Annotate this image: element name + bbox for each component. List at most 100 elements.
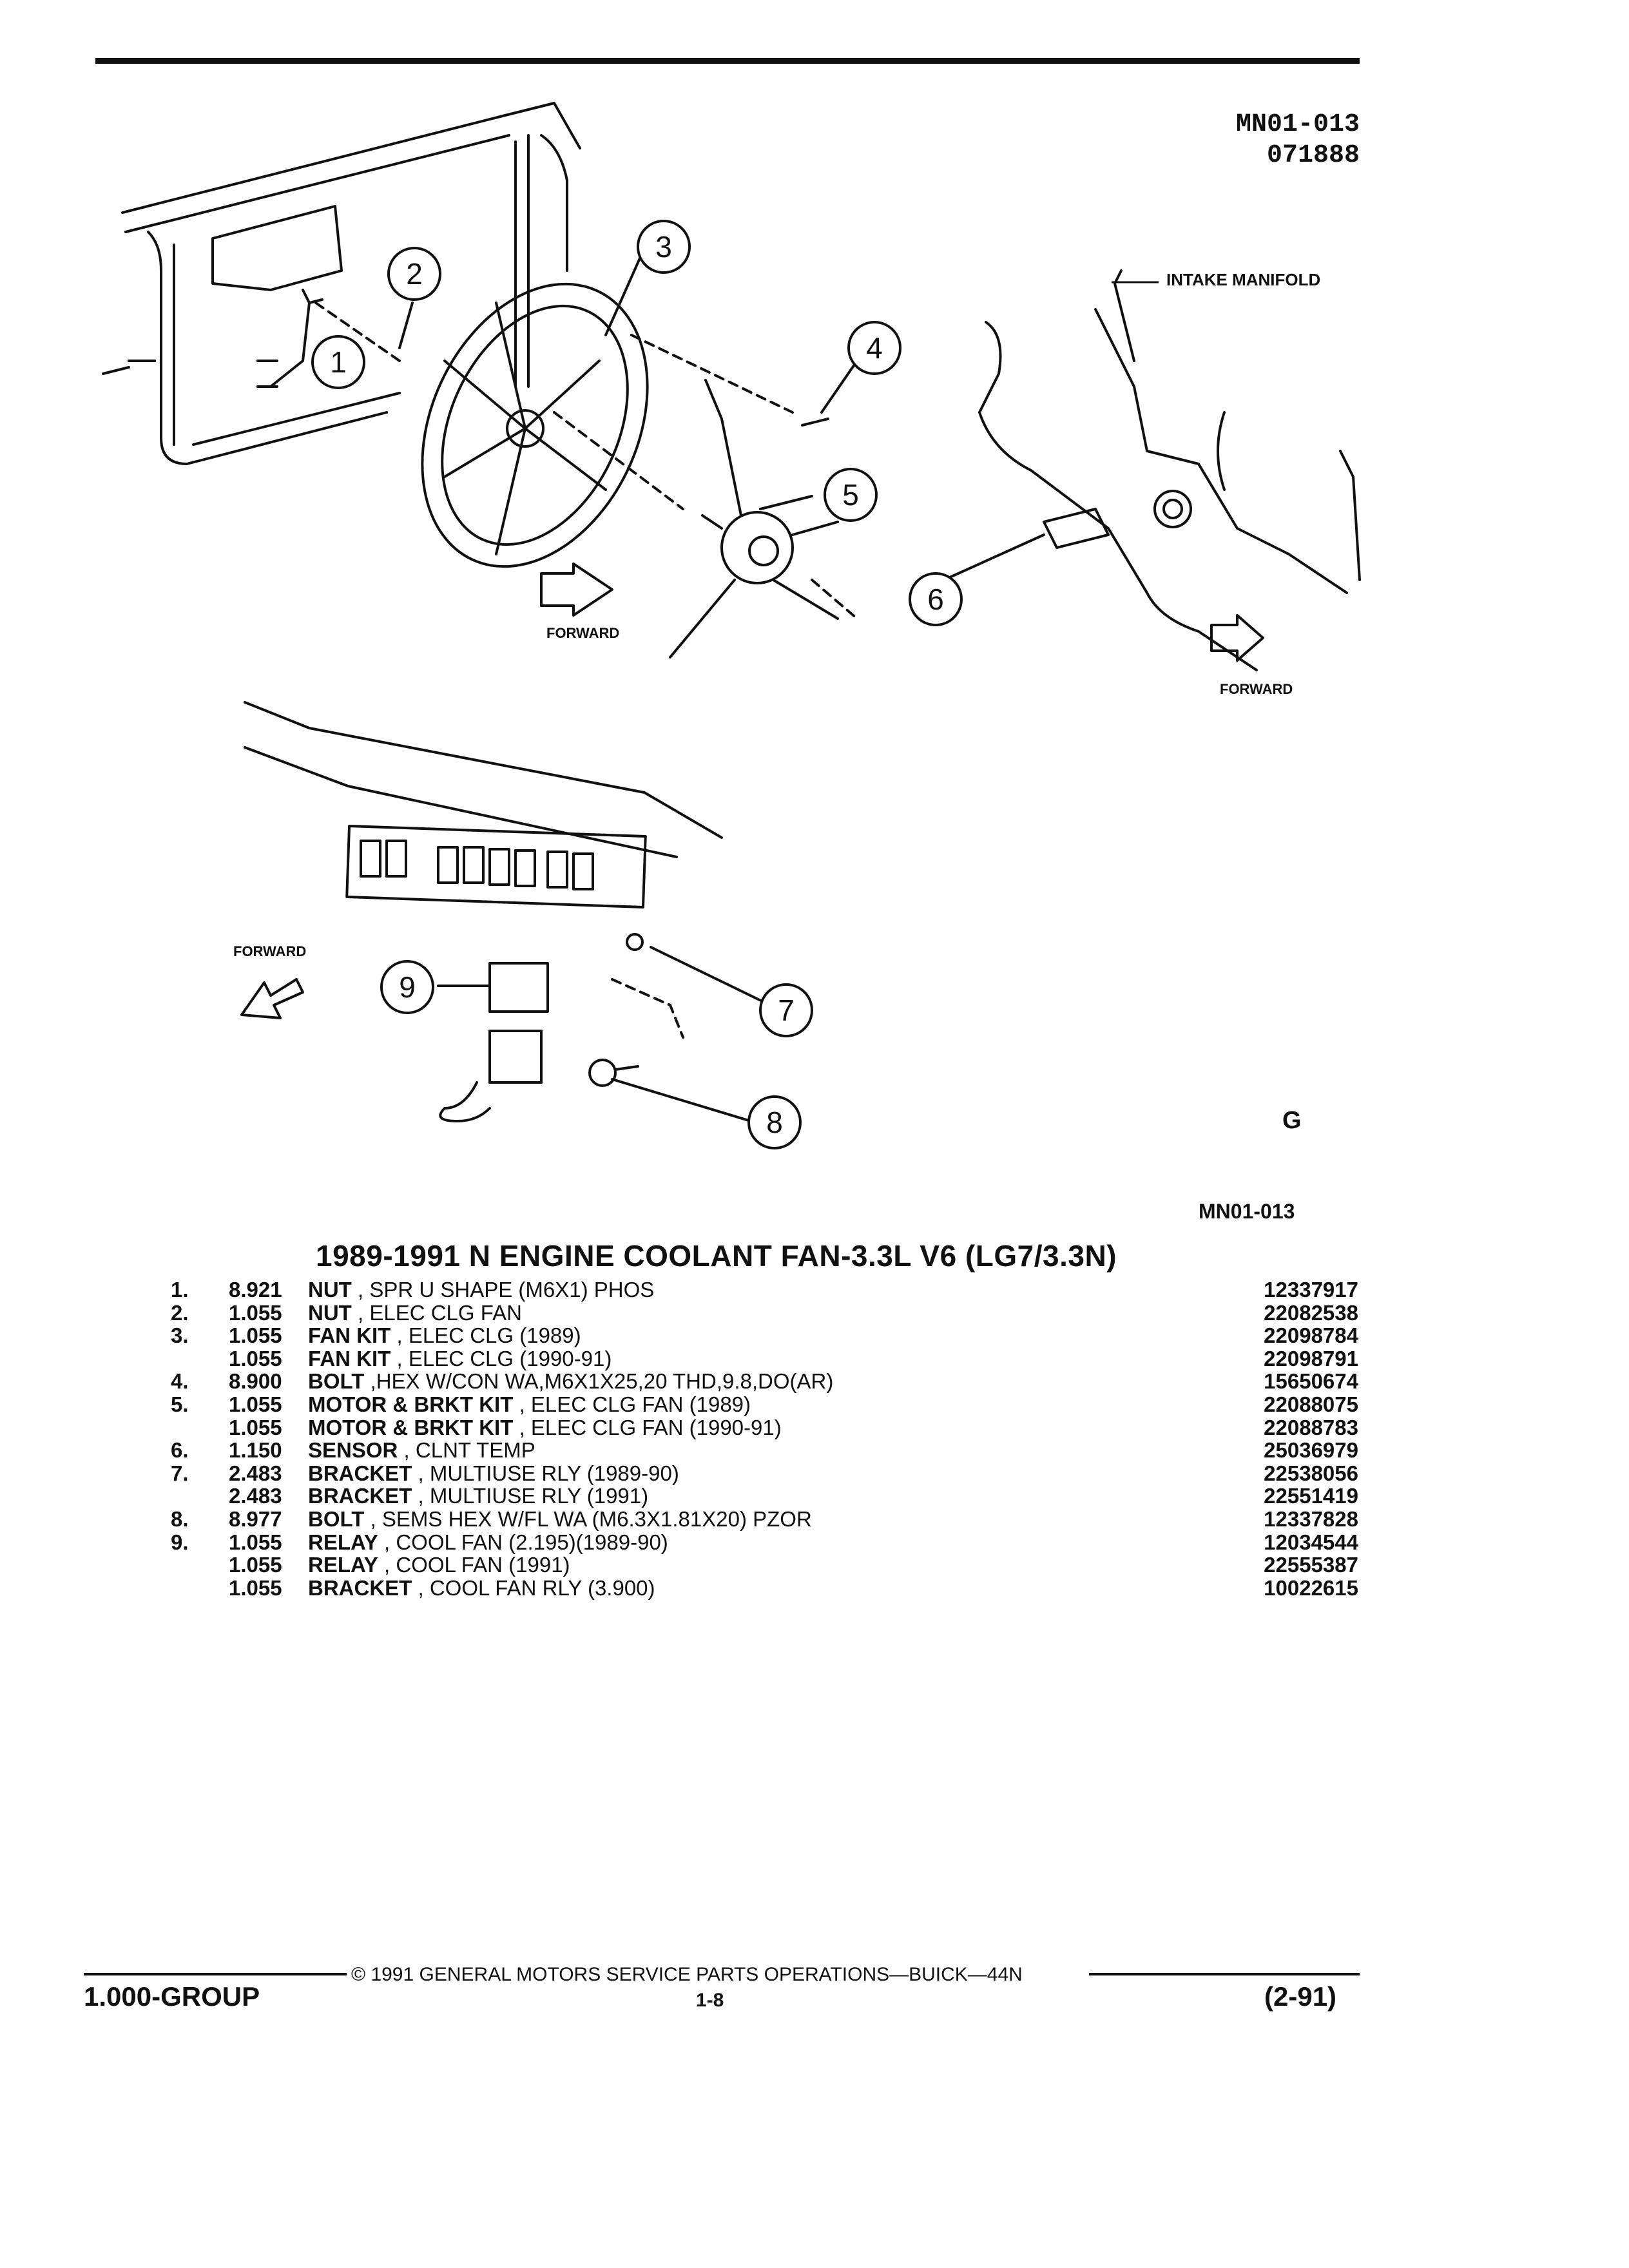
figure-date: 071888 xyxy=(1266,141,1360,170)
item-description: BRACKET , MULTIUSE RLY (1989-90) xyxy=(308,1462,679,1485)
balloon-3: 3 xyxy=(655,230,672,264)
table-row: 5. 1.055 MOTOR & BRKT KIT , ELEC CLG FAN (… xyxy=(0,1393,1629,1416)
item-name: BOLT xyxy=(308,1507,365,1531)
forward-arrow-3 xyxy=(240,978,304,1019)
engine-block-drawing xyxy=(978,308,1361,671)
item-description: NUT , ELEC CLG FAN xyxy=(308,1302,522,1324)
balloon-5: 5 xyxy=(842,478,859,512)
item-part-number: 15650674 xyxy=(1264,1369,1358,1394)
item-spec: , ELEC CLG FAN (1990-91) xyxy=(519,1415,782,1439)
item-description: RELAY , COOL FAN (1991) xyxy=(308,1553,570,1576)
forward-arrow-1 xyxy=(540,562,613,617)
item-name: RELAY xyxy=(308,1530,378,1554)
item-description: FAN KIT , ELEC CLG (1990-91) xyxy=(308,1347,612,1370)
item-part-number: 22088075 xyxy=(1264,1392,1358,1416)
balloon-1: 1 xyxy=(330,345,347,379)
item-description: BRACKET , MULTIUSE RLY (1991) xyxy=(308,1485,648,1507)
fan-shroud-drawing xyxy=(421,282,649,568)
relay-9-drawing xyxy=(439,962,549,1122)
forward-arrow-2 xyxy=(1210,614,1264,662)
item-spec: , ELEC CLG FAN xyxy=(358,1300,522,1325)
item-spec: , COOL FAN (1991) xyxy=(384,1553,570,1577)
item-spec: , SEMS HEX W/FL WA (M6.3X1.81X20) PZOR xyxy=(370,1507,812,1531)
item-part-number: 22555387 xyxy=(1264,1553,1358,1577)
item-spec: ,HEX W/CON WA,M6X1X25,20 THD,9.8,DO(AR) xyxy=(370,1369,834,1394)
item-name: RELAY xyxy=(308,1553,378,1577)
footer-copyright: © 1991 GENERAL MOTORS SERVICE PARTS OPER… xyxy=(351,1964,1023,1985)
exploded-view-illustration: 1 2 3 4 5 6 7 8 9 INTAKE MANIFOLD FORWAR… xyxy=(102,102,1361,1149)
table-row: 8. 8.977 BOLT , SEMS HEX W/FL WA (M6.3X1.8… xyxy=(0,1508,1629,1530)
item-quantity: 8.921 xyxy=(229,1278,282,1302)
item-description: NUT , SPR U SHAPE (M6X1) PHOS xyxy=(308,1278,654,1301)
gm-mark: G xyxy=(1282,1107,1302,1134)
motor-bracket-drawing xyxy=(669,379,839,658)
figure-id: MN01-013 xyxy=(1235,110,1360,139)
item-name: BOLT xyxy=(308,1369,365,1394)
item-part-number: 25036979 xyxy=(1264,1438,1358,1463)
item-index: 8. xyxy=(171,1507,189,1531)
table-row: 7. 2.483 BRACKET , MULTIUSE RLY (1989-90) 2… xyxy=(0,1462,1629,1485)
item-quantity: 1.055 xyxy=(229,1392,282,1416)
item-name: MOTOR & BRKT KIT xyxy=(308,1415,514,1439)
item-name: FAN KIT xyxy=(308,1323,391,1348)
item-part-number: 12034544 xyxy=(1264,1530,1358,1554)
item-spec: , MULTIUSE RLY (1991) xyxy=(418,1484,649,1508)
item-index: 2. xyxy=(171,1300,189,1325)
item-quantity: 8.900 xyxy=(229,1369,282,1394)
item-spec: , ELEC CLG (1989) xyxy=(396,1323,581,1348)
bolt-8-drawing xyxy=(588,1059,639,1087)
item-index: 7. xyxy=(171,1461,189,1485)
item-part-number: 22082538 xyxy=(1264,1300,1358,1325)
item-quantity: 1.055 xyxy=(229,1415,282,1439)
item-spec: , ELEC CLG (1990-91) xyxy=(396,1346,612,1370)
balloon-4: 4 xyxy=(866,331,883,365)
item-spec: , COOL FAN RLY (3.900) xyxy=(418,1575,655,1600)
bolt-4-drawing xyxy=(801,418,829,427)
item-name: BRACKET xyxy=(308,1484,412,1508)
callout-forward-2: FORWARD xyxy=(1220,681,1293,697)
item-part-number: 10022615 xyxy=(1264,1575,1358,1600)
item-index: 5. xyxy=(171,1392,189,1416)
parts-list-title: 1989-1991 N ENGINE COOLANT FAN-3.3L V6 (… xyxy=(316,1239,1117,1273)
balloon-2: 2 xyxy=(406,257,423,291)
footer-rule-right xyxy=(1089,1973,1360,1975)
item-quantity: 2.483 xyxy=(229,1461,282,1485)
item-name: NUT xyxy=(308,1300,352,1325)
item-index: 4. xyxy=(171,1369,189,1394)
item-index: 1. xyxy=(171,1278,189,1302)
callout-forward-1: FORWARD xyxy=(546,625,619,641)
item-quantity: 8.977 xyxy=(229,1507,282,1531)
item-part-number: 22098784 xyxy=(1264,1323,1358,1348)
table-row: 1.055 RELAY , COOL FAN (1991) 22555387 xyxy=(0,1553,1629,1576)
item-quantity: 1.055 xyxy=(229,1323,282,1348)
table-row: 4. 8.900 BOLT ,HEX W/CON WA,M6X1X25,20 THD… xyxy=(0,1370,1629,1392)
item-part-number: 12337917 xyxy=(1264,1278,1358,1302)
item-name: FAN KIT xyxy=(308,1346,391,1370)
item-spec: , MULTIUSE RLY (1989-90) xyxy=(418,1461,679,1485)
item-spec: , SPR U SHAPE (M6X1) PHOS xyxy=(358,1278,655,1302)
callout-intake-manifold: INTAKE MANIFOLD xyxy=(1166,270,1320,289)
balloon-9: 9 xyxy=(399,970,416,1004)
item-name: SENSOR xyxy=(308,1438,398,1463)
item-spec: , CLNT TEMP xyxy=(403,1438,535,1463)
item-description: MOTOR & BRKT KIT , ELEC CLG FAN (1990-91… xyxy=(308,1416,782,1439)
footer-rule-left xyxy=(84,1973,347,1975)
item-part-number: 22538056 xyxy=(1264,1461,1358,1485)
footer-date: (2-91) xyxy=(1264,1981,1337,2012)
item-part-number: 22098791 xyxy=(1264,1346,1358,1370)
figure-code: MN01-013 xyxy=(1199,1200,1295,1223)
item-quantity: 1.055 xyxy=(229,1553,282,1577)
item-index: 9. xyxy=(171,1530,189,1554)
item-description: MOTOR & BRKT KIT , ELEC CLG FAN (1989) xyxy=(308,1393,751,1416)
item-quantity: 1.055 xyxy=(229,1530,282,1554)
callout-forward-3: FORWARD xyxy=(233,943,306,959)
item-description: RELAY , COOL FAN (2.195)(1989-90) xyxy=(308,1531,668,1553)
footer-group: 1.000-GROUP xyxy=(84,1981,260,2012)
item-description: BOLT , SEMS HEX W/FL WA (M6.3X1.81X20) P… xyxy=(308,1508,812,1530)
radiator-panel-drawing xyxy=(102,102,581,465)
